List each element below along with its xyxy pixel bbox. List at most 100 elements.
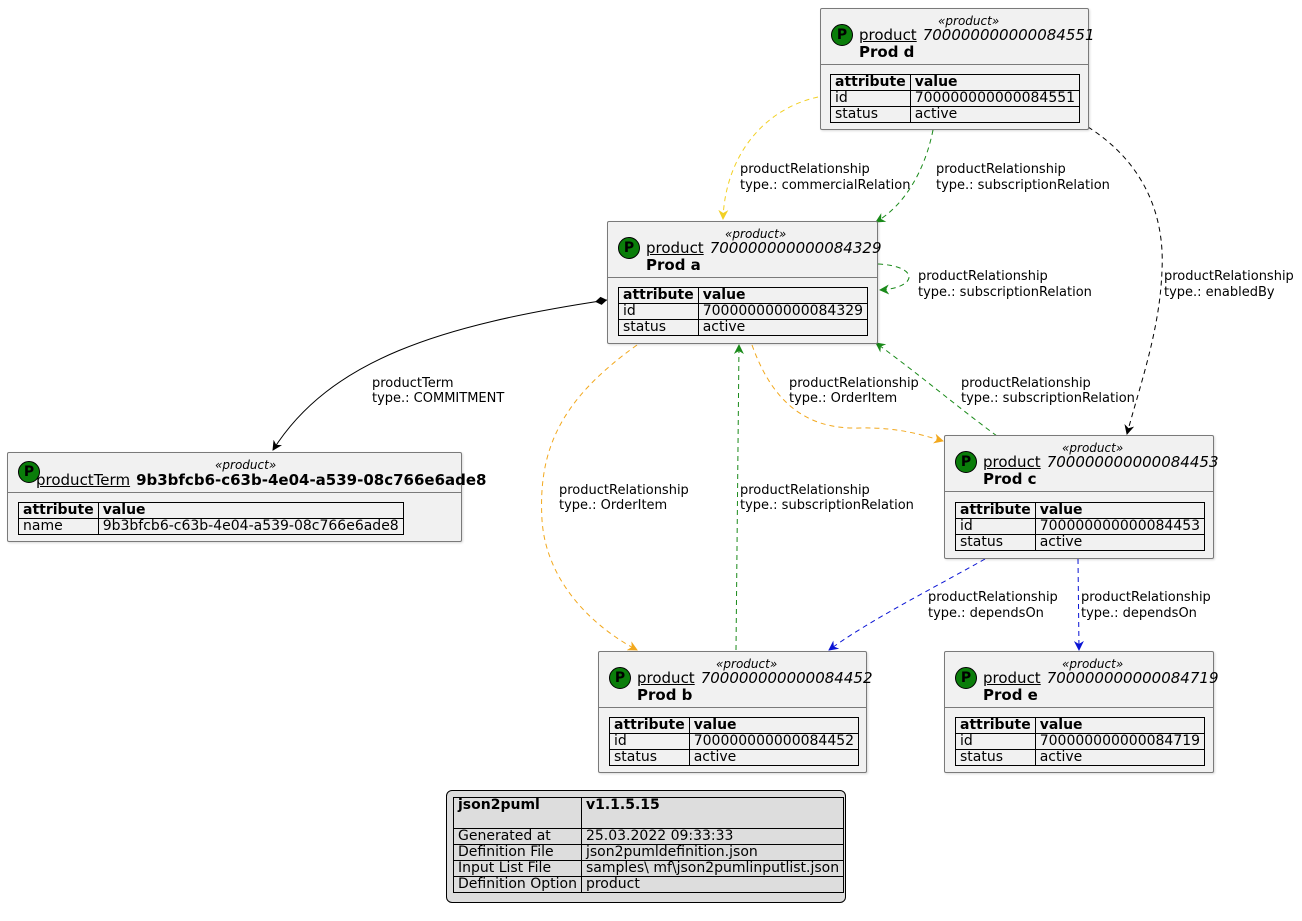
legend-value: json2pumldefinition.json xyxy=(580,844,845,861)
class-name: product xyxy=(859,26,917,44)
class-name: product xyxy=(637,669,695,687)
attr-value: active xyxy=(688,749,860,766)
object-id: 700000000000084551 xyxy=(922,26,1095,44)
attr-header: attribute xyxy=(830,74,911,91)
edge-c-e-depends xyxy=(1073,558,1084,651)
edge-d-a-subscription xyxy=(875,129,934,223)
edge-label-line: productRelationship xyxy=(740,162,870,177)
edge-label-line: productRelationship xyxy=(936,162,1066,177)
legend-value: samples\ mf\json2pumlinputlist.json xyxy=(580,860,845,877)
legend-key: Input List File xyxy=(453,860,582,877)
attr-value: active xyxy=(697,319,869,336)
edge-label-line: type.: subscriptionRelation xyxy=(740,498,914,513)
edge-label-line: type.: dependsOn xyxy=(1081,606,1197,621)
product-class-icon: P xyxy=(831,24,853,46)
divider xyxy=(945,491,1213,492)
node-name: 9b3bfcb6-c63b-4e04-a539-08c766e6ade8 xyxy=(136,471,487,489)
object-id: 700000000000084452 xyxy=(700,669,873,687)
value-header: value xyxy=(909,74,1081,91)
edge-a-term-composition xyxy=(272,296,608,451)
attr-key: name xyxy=(18,518,99,535)
edge-label-line: productRelationship xyxy=(740,483,870,498)
object-id: 700000000000084453 xyxy=(1046,453,1219,471)
object-id: 700000000000084719 xyxy=(1046,669,1219,687)
edge-label-line: productRelationship xyxy=(559,483,689,498)
product-class-icon: P xyxy=(955,451,977,473)
divider xyxy=(821,64,1088,65)
stereotype-label: «product» xyxy=(1062,441,1124,455)
attr-header: attribute xyxy=(609,717,690,734)
edge-label-line: type.: OrderItem xyxy=(789,391,897,406)
node-name: Prod b xyxy=(637,686,693,704)
edge-label-line: type.: commercialRelation xyxy=(740,178,910,193)
edge-c-a-subscription xyxy=(875,342,998,437)
stereotype-label: «product» xyxy=(215,458,277,472)
edge-a-b-orderitem xyxy=(541,344,638,651)
edge-label-line: type.: dependsOn xyxy=(928,606,1044,621)
edge-label-line: productRelationship xyxy=(1081,590,1211,605)
edge-label-line: productTerm xyxy=(372,376,454,391)
attr-header: attribute xyxy=(18,502,99,519)
edge-b-a-subscription xyxy=(733,344,744,651)
legend-key: Definition Option xyxy=(453,876,582,893)
attr-key: id xyxy=(618,303,699,320)
attr-key: status xyxy=(955,749,1036,766)
node-name: Prod c xyxy=(983,470,1037,488)
object-id: 700000000000084329 xyxy=(709,239,882,257)
class-name: product xyxy=(646,239,704,257)
attr-value: 700000000000084453 xyxy=(1034,518,1206,535)
attr-value: 700000000000084551 xyxy=(909,90,1081,107)
edge-label-line: type.: subscriptionRelation xyxy=(918,285,1092,300)
attr-key: status xyxy=(830,106,911,123)
value-header: value xyxy=(688,717,860,734)
attr-value: active xyxy=(1034,534,1206,551)
product-class-icon: P xyxy=(18,461,40,483)
edge-label-line: productRelationship xyxy=(789,376,919,391)
attr-value: 9b3bfcb6-c63b-4e04-a539-08c766e6ade8 xyxy=(97,518,404,535)
edge-label-line: productRelationship xyxy=(928,590,1058,605)
value-header: value xyxy=(1034,717,1206,734)
attr-key: status xyxy=(618,319,699,336)
node-name: Prod e xyxy=(983,686,1038,704)
edge-d-c-enabledby xyxy=(1087,126,1163,435)
legend-value: product xyxy=(580,876,845,893)
attr-key: id xyxy=(609,733,690,750)
node-name: Prod a xyxy=(646,256,701,274)
value-header: value xyxy=(97,502,404,519)
node-name: Prod d xyxy=(859,43,915,61)
edge-label-line: productRelationship xyxy=(1164,269,1294,284)
legend-title: json2puml xyxy=(453,797,582,829)
class-name: product xyxy=(983,669,1041,687)
attr-key: id xyxy=(830,90,911,107)
legend-key: Definition File xyxy=(453,844,582,861)
attr-header: attribute xyxy=(955,502,1036,519)
attr-key: id xyxy=(955,518,1036,535)
attr-key: status xyxy=(955,534,1036,551)
legend-value: 25.03.2022 09:33:33 xyxy=(580,828,845,845)
edge-label-line: type.: COMMITMENT xyxy=(372,391,504,406)
node-prod-c[interactable]: «product» P product 700000000000084453 Pr… xyxy=(944,435,1219,559)
divider xyxy=(608,277,877,278)
attr-value: 700000000000084452 xyxy=(688,733,860,750)
edge-label-line: productRelationship xyxy=(961,376,1091,391)
attr-key: id xyxy=(955,733,1036,750)
product-class-icon: P xyxy=(618,237,640,259)
divider xyxy=(8,492,461,493)
edge-a-c-orderitem xyxy=(751,344,944,444)
stereotype-label: «product» xyxy=(716,657,778,671)
divider xyxy=(599,707,866,708)
class-name: product xyxy=(983,453,1041,471)
